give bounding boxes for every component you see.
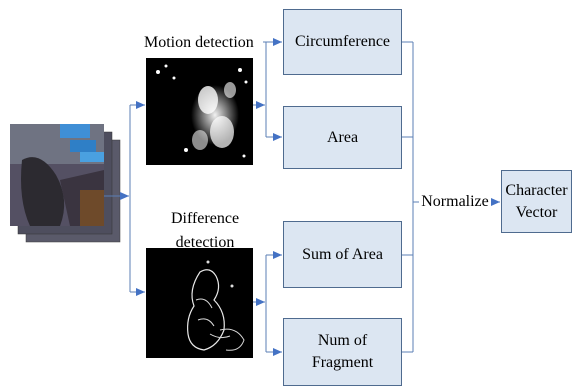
normalize-label: Normalize bbox=[421, 193, 489, 210]
sum-of-area-box: Sum of Area bbox=[283, 221, 402, 288]
area-box: Area bbox=[283, 106, 402, 169]
motion-detection-image bbox=[146, 58, 253, 165]
num-of-fragment-box: Num of Fragment bbox=[283, 318, 402, 386]
connectors bbox=[104, 38, 500, 356]
input-frame-stack bbox=[10, 124, 121, 243]
character-vector-box: Character Vector bbox=[501, 170, 572, 233]
difference-detection-label: Difference detection bbox=[170, 210, 240, 251]
difference-detection-image bbox=[146, 248, 253, 358]
input-video-frame-image bbox=[10, 124, 104, 226]
motion-detection-label: Motion detection bbox=[144, 34, 254, 51]
circumference-box: Circumference bbox=[283, 9, 402, 75]
